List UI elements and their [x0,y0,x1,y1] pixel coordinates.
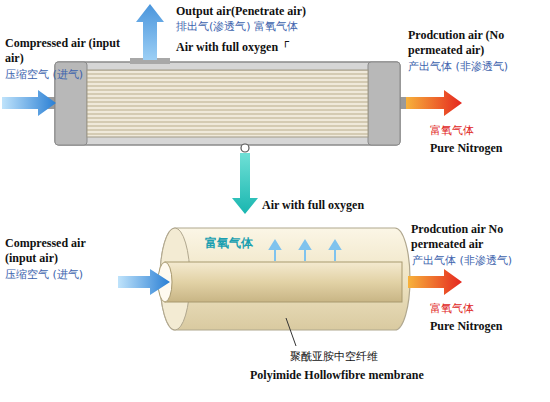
fibre-detail [158,228,410,346]
input-label: Compressed air (input air) [5,236,117,265]
product-arrow [408,269,462,295]
detail-arrow [232,153,258,214]
input-label-cn: 压缩空气 (进气) [5,268,83,281]
oxygen-label: Air with full oxygen [262,198,364,213]
input-label-cn: 压缩空气 (进气) [5,68,83,81]
input-label: Compressed air (input air) [5,36,120,65]
membrane-housing [47,58,406,152]
product-arrow [406,90,462,116]
input-arrow [118,269,170,295]
membrane-label-cn: 聚酰亚胺中空纤维 [290,350,378,363]
nitrogen-label: Pure Nitrogen [430,319,503,334]
nitrogen-label: Pure Nitrogen [430,141,503,156]
oxygen-label: Air with full oxygen「 [176,40,290,55]
product-gas-cn: 富氧气体 [430,302,474,315]
membrane-label: Polyimide Hollowfibre membrane [250,368,424,383]
permeate-arrow [136,4,164,60]
product-label: Prodcution air No permeated air [411,222,546,251]
product-label-cn: 产出气体 (非渗透气) [412,254,512,267]
input-arrow [2,90,56,116]
output-label: Output air(Penetrate air) [176,4,306,19]
product-label: Prodcution air (No permeated air) [408,28,546,57]
product-label-cn: 产出气体 (非渗透气) [408,60,508,73]
product-gas-cn: 富氧气体 [430,124,474,137]
oxygen-label-cn: 富氧气体 [205,236,253,251]
output-label-cn: 排出气(渗透气) 富氧气体 [176,20,298,33]
